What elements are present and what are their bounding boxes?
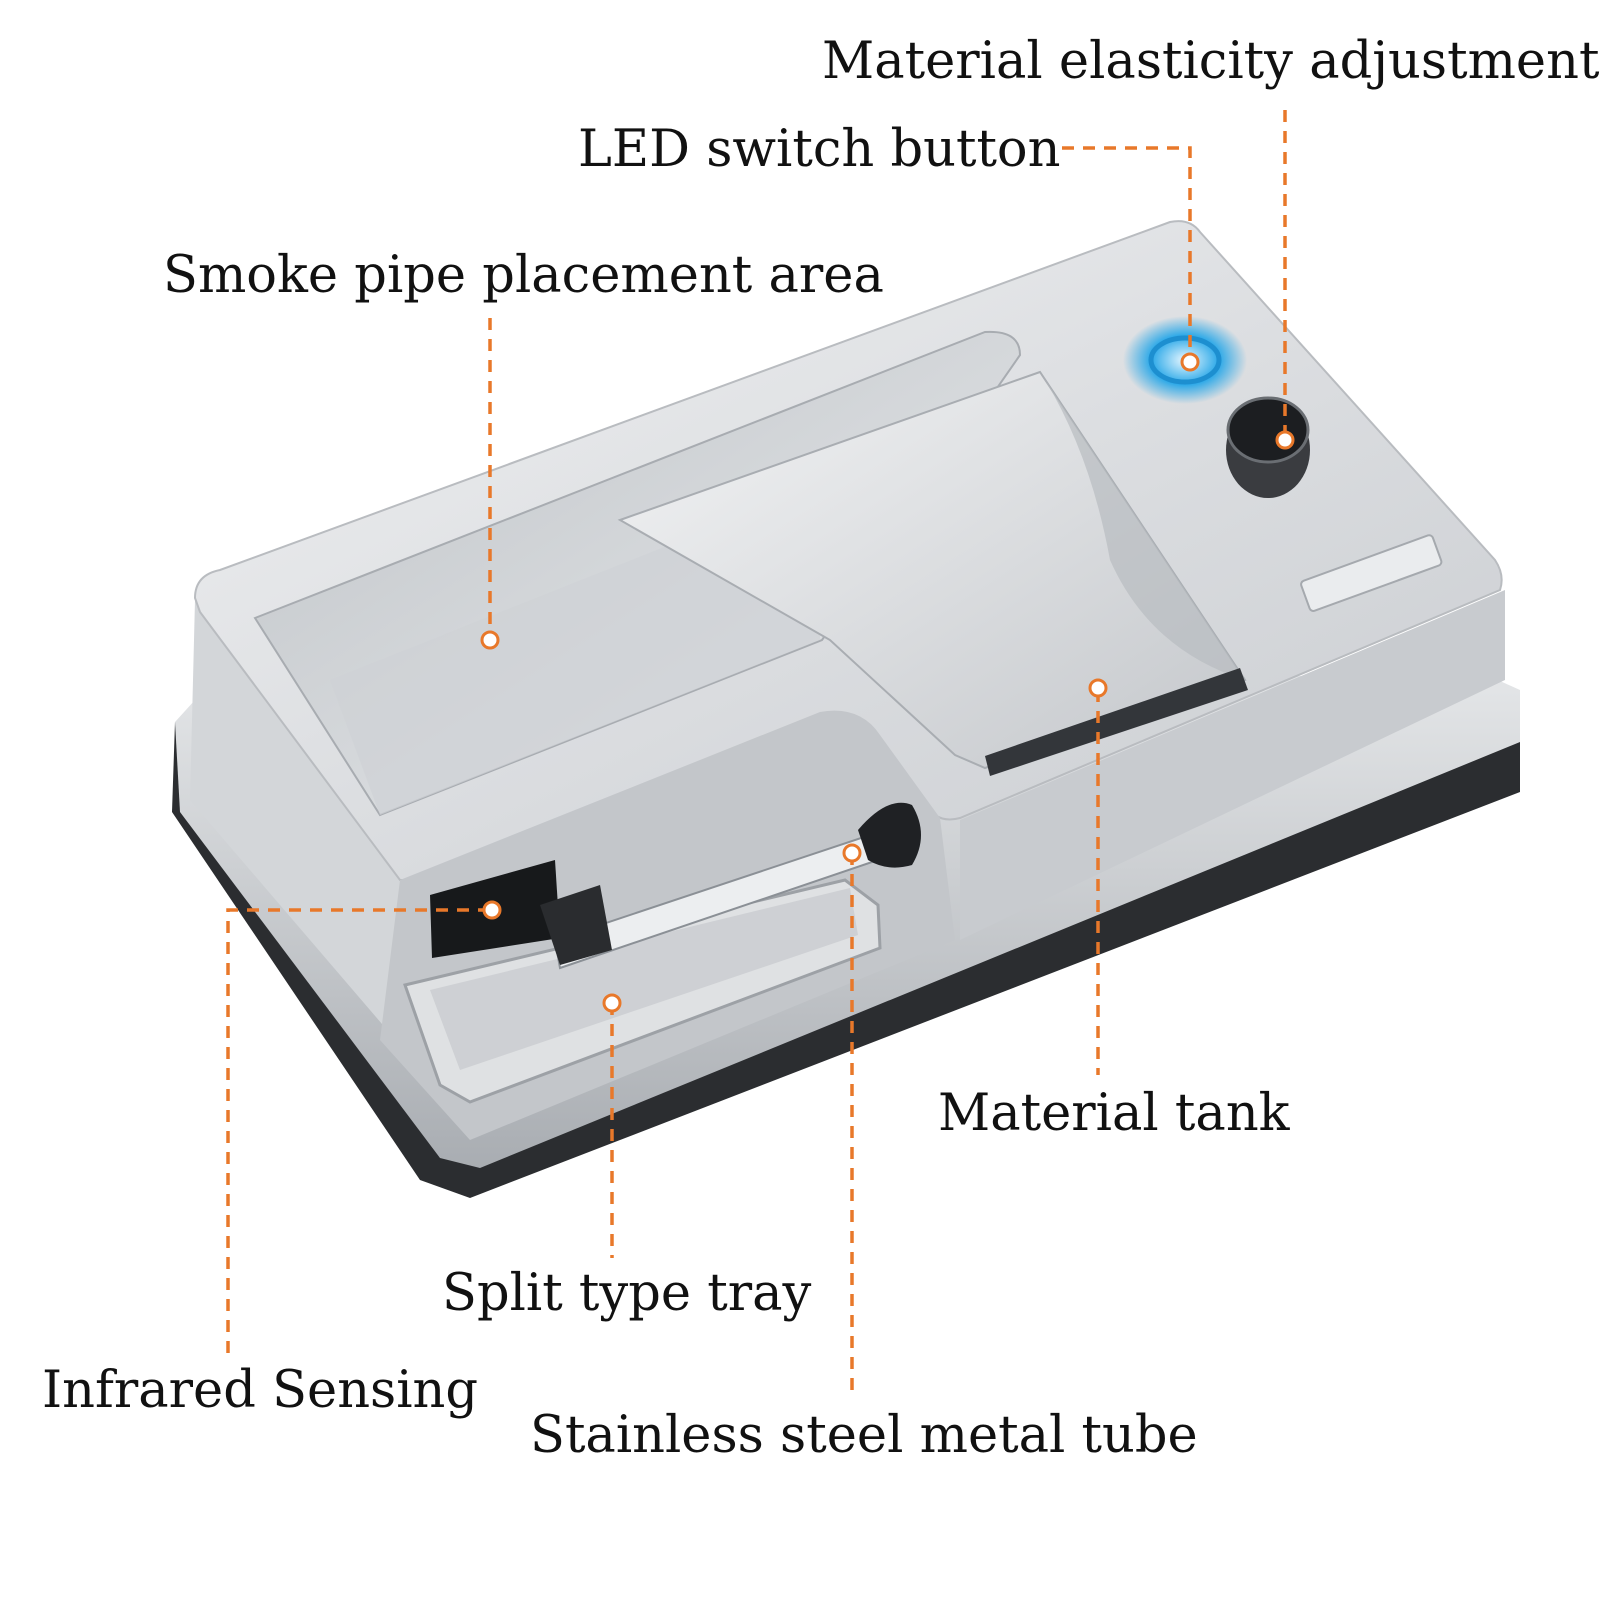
tube-knob — [858, 802, 921, 868]
tank-slot — [985, 668, 1248, 776]
label-material-tank: Material tank — [938, 1084, 1290, 1143]
label-split-tray: Split type tray — [442, 1264, 812, 1323]
marker-split-tray — [602, 993, 622, 1013]
leader-led-switch — [1062, 146, 1192, 360]
marker-led-switch — [1180, 352, 1200, 372]
label-smoke-pipe-area: Smoke pipe placement area — [163, 246, 884, 305]
label-infrared: Infrared Sensing — [42, 1361, 479, 1420]
marker-infrared — [482, 900, 502, 920]
marker-material-elasticity — [1275, 430, 1295, 450]
marker-smoke-pipe — [480, 630, 500, 650]
label-led-switch: LED switch button — [578, 120, 1061, 179]
marker-metal-tube — [842, 843, 862, 863]
display-window — [1300, 534, 1443, 612]
marker-material-tank — [1088, 678, 1108, 698]
label-material-elasticity: Material elasticity adjustment — [822, 32, 1600, 91]
body-front — [190, 600, 400, 1045]
body-front-right — [960, 590, 1505, 940]
leader-infrared — [226, 908, 490, 1355]
label-metal-tube: Stainless steel metal tube — [530, 1406, 1198, 1465]
